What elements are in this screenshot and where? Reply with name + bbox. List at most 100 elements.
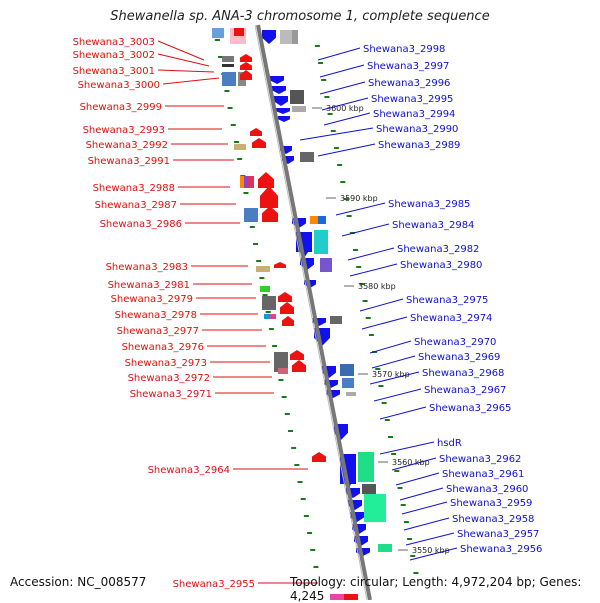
right-gene-label: Shewana3_2962 xyxy=(439,454,521,465)
right-connector xyxy=(405,532,455,546)
right-gene-label: Shewana3_2967 xyxy=(424,385,506,396)
accession-text: Accession: NC_008577 xyxy=(10,575,147,589)
right-gene-label: Shewana3_2956 xyxy=(460,544,542,555)
kbp-label: 3560 kbp xyxy=(392,458,430,467)
left-gene-label: Shewana3_2993 xyxy=(83,125,165,136)
feature-block xyxy=(212,28,224,38)
feature-block xyxy=(310,216,318,224)
feature-block xyxy=(318,216,326,224)
left-connector xyxy=(162,77,220,85)
left-gene-label: Shewana3_2979 xyxy=(111,294,193,305)
plus-arrow xyxy=(276,108,290,114)
left-gene-label: Shewana3_2991 xyxy=(88,156,170,167)
right-gene-label: Shewana3_2995 xyxy=(371,94,453,105)
right-connector xyxy=(395,472,440,486)
left-gene-label: Shewana3_2987 xyxy=(95,200,177,211)
left-gene-label: Shewana3_3000 xyxy=(78,80,160,91)
right-gene-label: Shewana3_2996 xyxy=(368,78,450,89)
topology-text: Topology: circular; Length: 4,972,204 bp… xyxy=(290,575,582,603)
right-gene-label: Shewana3_2982 xyxy=(397,244,479,255)
right-gene-label: Shewana3_2975 xyxy=(406,295,488,306)
left-gene-label: Shewana3_3002 xyxy=(73,50,155,61)
right-connector xyxy=(403,517,450,531)
feature-block xyxy=(270,314,276,319)
chromosome-backbone xyxy=(254,24,372,600)
left-gene-label: Shewana3_2955 xyxy=(173,579,255,590)
left-gene-label: Shewana3_2972 xyxy=(128,373,210,384)
feature-block xyxy=(342,378,354,388)
plus-arrow xyxy=(272,86,286,94)
right-gene-label: Shewana3_2960 xyxy=(446,484,528,495)
right-connector xyxy=(317,143,376,157)
feature-block xyxy=(278,368,288,374)
right-gene-label: Shewana3_2998 xyxy=(363,44,445,55)
right-gene-label: Shewana3_2997 xyxy=(367,61,449,72)
minus-arrow xyxy=(240,54,252,62)
kbp-label: 3580 kbp xyxy=(358,282,396,291)
minus-arrow xyxy=(240,62,252,70)
feature-block xyxy=(362,484,376,494)
left-gene-label: Shewana3_2978 xyxy=(115,310,197,321)
right-connector xyxy=(335,202,386,216)
right-connector xyxy=(409,547,458,561)
right-connector xyxy=(369,371,420,385)
kbp-label: 3550 kbp xyxy=(412,546,450,555)
left-gene-label: Shewana3_3001 xyxy=(73,66,155,77)
minus-arrow xyxy=(258,172,274,188)
feature-block xyxy=(256,266,270,272)
right-gene-label: Shewana3_2974 xyxy=(410,313,492,324)
feature-block xyxy=(320,258,332,272)
right-connector xyxy=(379,441,435,455)
minus-arrow xyxy=(282,316,294,326)
right-gene-label: Shewana3_2985 xyxy=(388,199,470,210)
backbone-line xyxy=(256,24,372,600)
minus-arrow xyxy=(274,262,286,268)
minus-arrow xyxy=(278,292,292,302)
feature-block xyxy=(364,494,386,522)
left-gene-label: Shewana3_3003 xyxy=(73,37,155,48)
right-gene-label: hsdR xyxy=(437,438,462,449)
right-connector xyxy=(347,247,395,261)
right-connector xyxy=(319,81,366,95)
minus-arrow xyxy=(292,360,306,372)
right-connector xyxy=(401,501,448,515)
right-gene-label: Shewana3_2957 xyxy=(457,529,539,540)
left-gene-label: Shewana3_2973 xyxy=(125,358,207,369)
left-gene-label: Shewana3_2977 xyxy=(117,326,199,337)
right-connector xyxy=(369,340,412,354)
right-gene-label: Shewana3_2984 xyxy=(392,220,474,231)
minus-arrow xyxy=(280,302,294,314)
right-connector xyxy=(399,487,444,501)
feature-block xyxy=(264,314,270,319)
left-gene-label: Shewana3_2983 xyxy=(106,262,188,273)
left-gene-label: Shewana3_2986 xyxy=(100,219,182,230)
right-connector xyxy=(341,223,390,237)
left-gene-label: Shewana3_2971 xyxy=(130,389,212,400)
right-gene-label: Shewana3_2968 xyxy=(422,368,504,379)
right-gene-label: Shewana3_2970 xyxy=(414,337,496,348)
right-gene-label: Shewana3_2980 xyxy=(400,260,482,271)
feature-block xyxy=(234,144,246,150)
left-gene-label: Shewana3_2992 xyxy=(86,140,168,151)
map-title: Shewanella sp. ANA-3 chromosome 1, compl… xyxy=(110,9,490,24)
right-gene-label: Shewana3_2958 xyxy=(452,514,534,525)
feature-block xyxy=(344,594,358,600)
feature-block xyxy=(222,64,234,67)
left-gene-label: Shewana3_2999 xyxy=(80,102,162,113)
feature-block xyxy=(330,594,344,600)
plus-arrow xyxy=(262,30,276,44)
feature-block xyxy=(222,56,234,62)
feature-block xyxy=(244,176,248,188)
minus-arrow xyxy=(290,350,304,360)
right-connector xyxy=(323,112,371,126)
left-connector xyxy=(157,40,205,61)
feature-block xyxy=(314,230,328,254)
feature-block xyxy=(234,28,244,36)
right-gene-label: Shewana3_2965 xyxy=(429,403,511,414)
left-gene-label: Shewana3_2988 xyxy=(93,183,175,194)
right-connector xyxy=(391,457,437,471)
plus-arrow xyxy=(278,116,290,122)
minus-arrow xyxy=(260,186,278,208)
